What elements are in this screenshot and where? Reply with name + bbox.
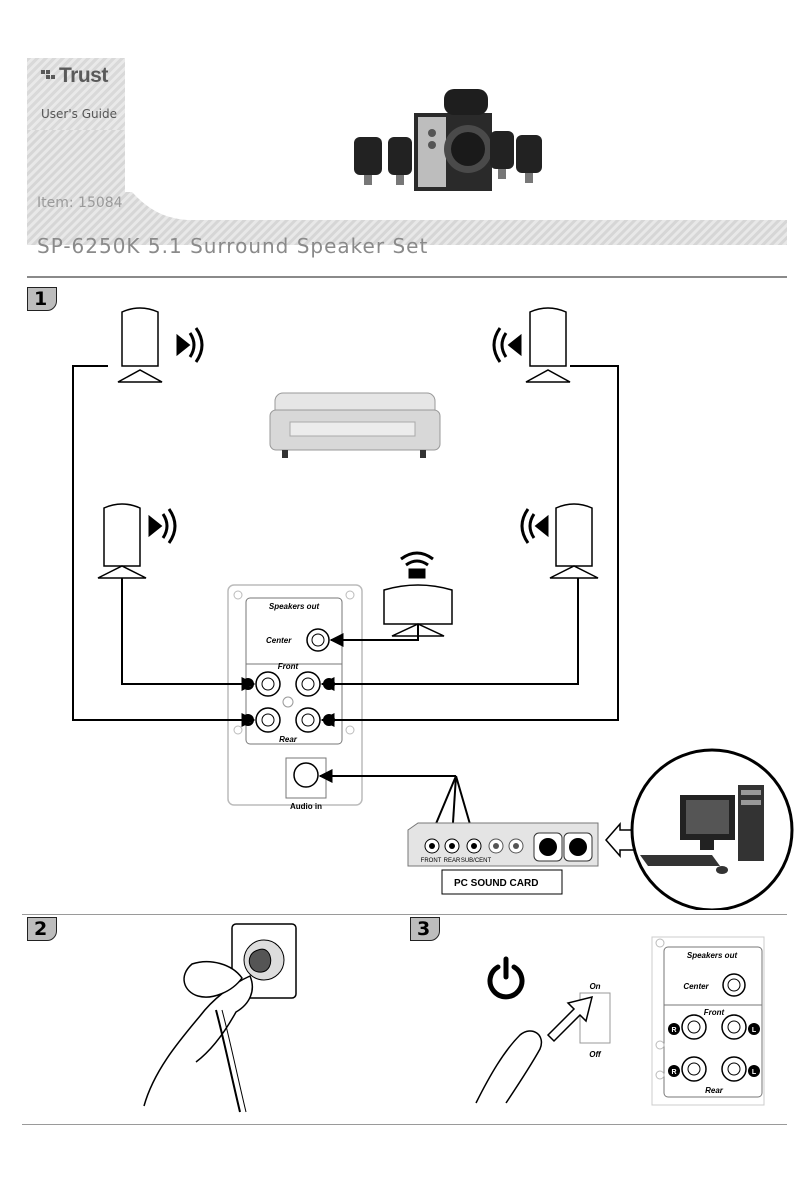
sound-waves-icon xyxy=(520,508,549,544)
front-left-speaker-icon xyxy=(97,503,147,579)
sound-card-label-box xyxy=(441,869,563,895)
computer-icon xyxy=(630,748,794,910)
step-badge-1: 1 xyxy=(27,287,57,311)
subwoofer-panel xyxy=(227,584,363,806)
sound-waves-icon xyxy=(148,508,177,544)
sound-waves-icon xyxy=(176,327,204,363)
plug-in-power-illustration xyxy=(143,923,297,1113)
port-label-front: FRONT xyxy=(421,858,442,864)
title-divider xyxy=(27,276,787,278)
item-number: Item: 15084 xyxy=(37,195,123,211)
power-switch-illustration: On Off Speakers out Center Front Rear R … xyxy=(475,936,765,1106)
connection-diagram: Speakers out Center Front Rear Audio in … xyxy=(72,307,794,910)
page-title: SP-6250K 5.1 Surround Speaker Set xyxy=(37,234,429,258)
front-label: Front xyxy=(704,1008,725,1017)
brand-name: Trust xyxy=(59,64,108,87)
sofa-icon xyxy=(269,392,441,458)
center-label: Center xyxy=(266,636,292,645)
hollow-arrow-icon xyxy=(546,995,594,1043)
footer-divider xyxy=(22,1124,787,1125)
sound-card-label: PC SOUND CARD xyxy=(454,878,538,889)
switch-off-label: Off xyxy=(589,1050,602,1059)
step-number-1: 1 xyxy=(34,288,48,310)
left-channel-label: L xyxy=(752,1069,757,1076)
section-divider xyxy=(22,914,787,915)
left-channel-label: L xyxy=(752,1027,757,1034)
power-icon xyxy=(487,956,525,1000)
header-band xyxy=(27,130,787,245)
subwoofer-panel-detail xyxy=(651,936,765,1106)
step-number-3: 3 xyxy=(417,918,431,940)
step-badge-2: 2 xyxy=(27,917,57,941)
rear-right-speaker-icon xyxy=(525,307,571,383)
right-channel-label: R xyxy=(671,1027,676,1034)
trust-logo-box: Trust User's Guide xyxy=(27,58,125,130)
speaker-set-image xyxy=(354,89,542,191)
rear-label: Rear xyxy=(279,735,298,744)
port-label-subcent: SUB/CENT xyxy=(461,858,492,864)
trust-logo-icon xyxy=(41,70,55,79)
step-badge-3: 3 xyxy=(410,917,440,941)
right-channel-label: R xyxy=(671,1069,676,1076)
port-label-rear: REAR xyxy=(444,858,461,864)
rear-label: Rear xyxy=(705,1086,724,1095)
sound-card-bracket xyxy=(407,822,599,867)
center-speaker-icon xyxy=(383,584,453,637)
sound-waves-icon xyxy=(400,551,434,579)
speakers-out-label: Speakers out xyxy=(687,951,738,960)
front-right-speaker-icon xyxy=(549,503,599,579)
hollow-arrow-icon xyxy=(605,822,635,858)
sound-waves-icon xyxy=(492,327,522,363)
step-number-2: 2 xyxy=(34,918,48,940)
users-guide-label: User's Guide xyxy=(41,107,117,121)
finger-icon xyxy=(475,1030,543,1104)
center-label: Center xyxy=(683,982,709,991)
speakers-out-label: Speakers out xyxy=(269,602,320,611)
audio-in-label: Audio in xyxy=(290,802,322,811)
front-label: Front xyxy=(278,662,299,671)
rear-left-speaker-icon xyxy=(117,307,163,383)
switch-on-label: On xyxy=(589,982,600,991)
